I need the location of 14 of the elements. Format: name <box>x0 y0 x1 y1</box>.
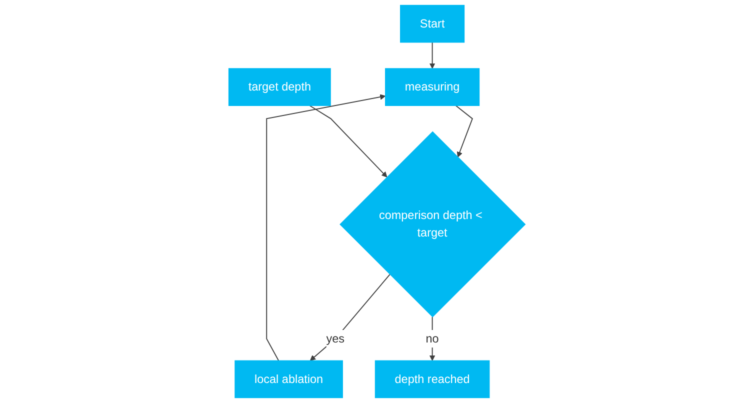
node-box: local ablation <box>234 360 343 398</box>
arrow <box>309 105 388 178</box>
edge-label: no <box>426 332 439 345</box>
node-box: measuring <box>385 68 480 106</box>
node-box: depth reached <box>374 360 490 398</box>
node-box: Start <box>400 4 465 43</box>
node-box: target depth <box>228 68 331 106</box>
arrow <box>429 316 436 361</box>
arrow <box>266 94 386 362</box>
arrow <box>429 42 436 69</box>
arrow <box>310 274 390 361</box>
edge-label: yes <box>326 332 345 345</box>
arrow <box>455 105 473 158</box>
node-diamond: comperison depth < target <box>340 131 526 318</box>
